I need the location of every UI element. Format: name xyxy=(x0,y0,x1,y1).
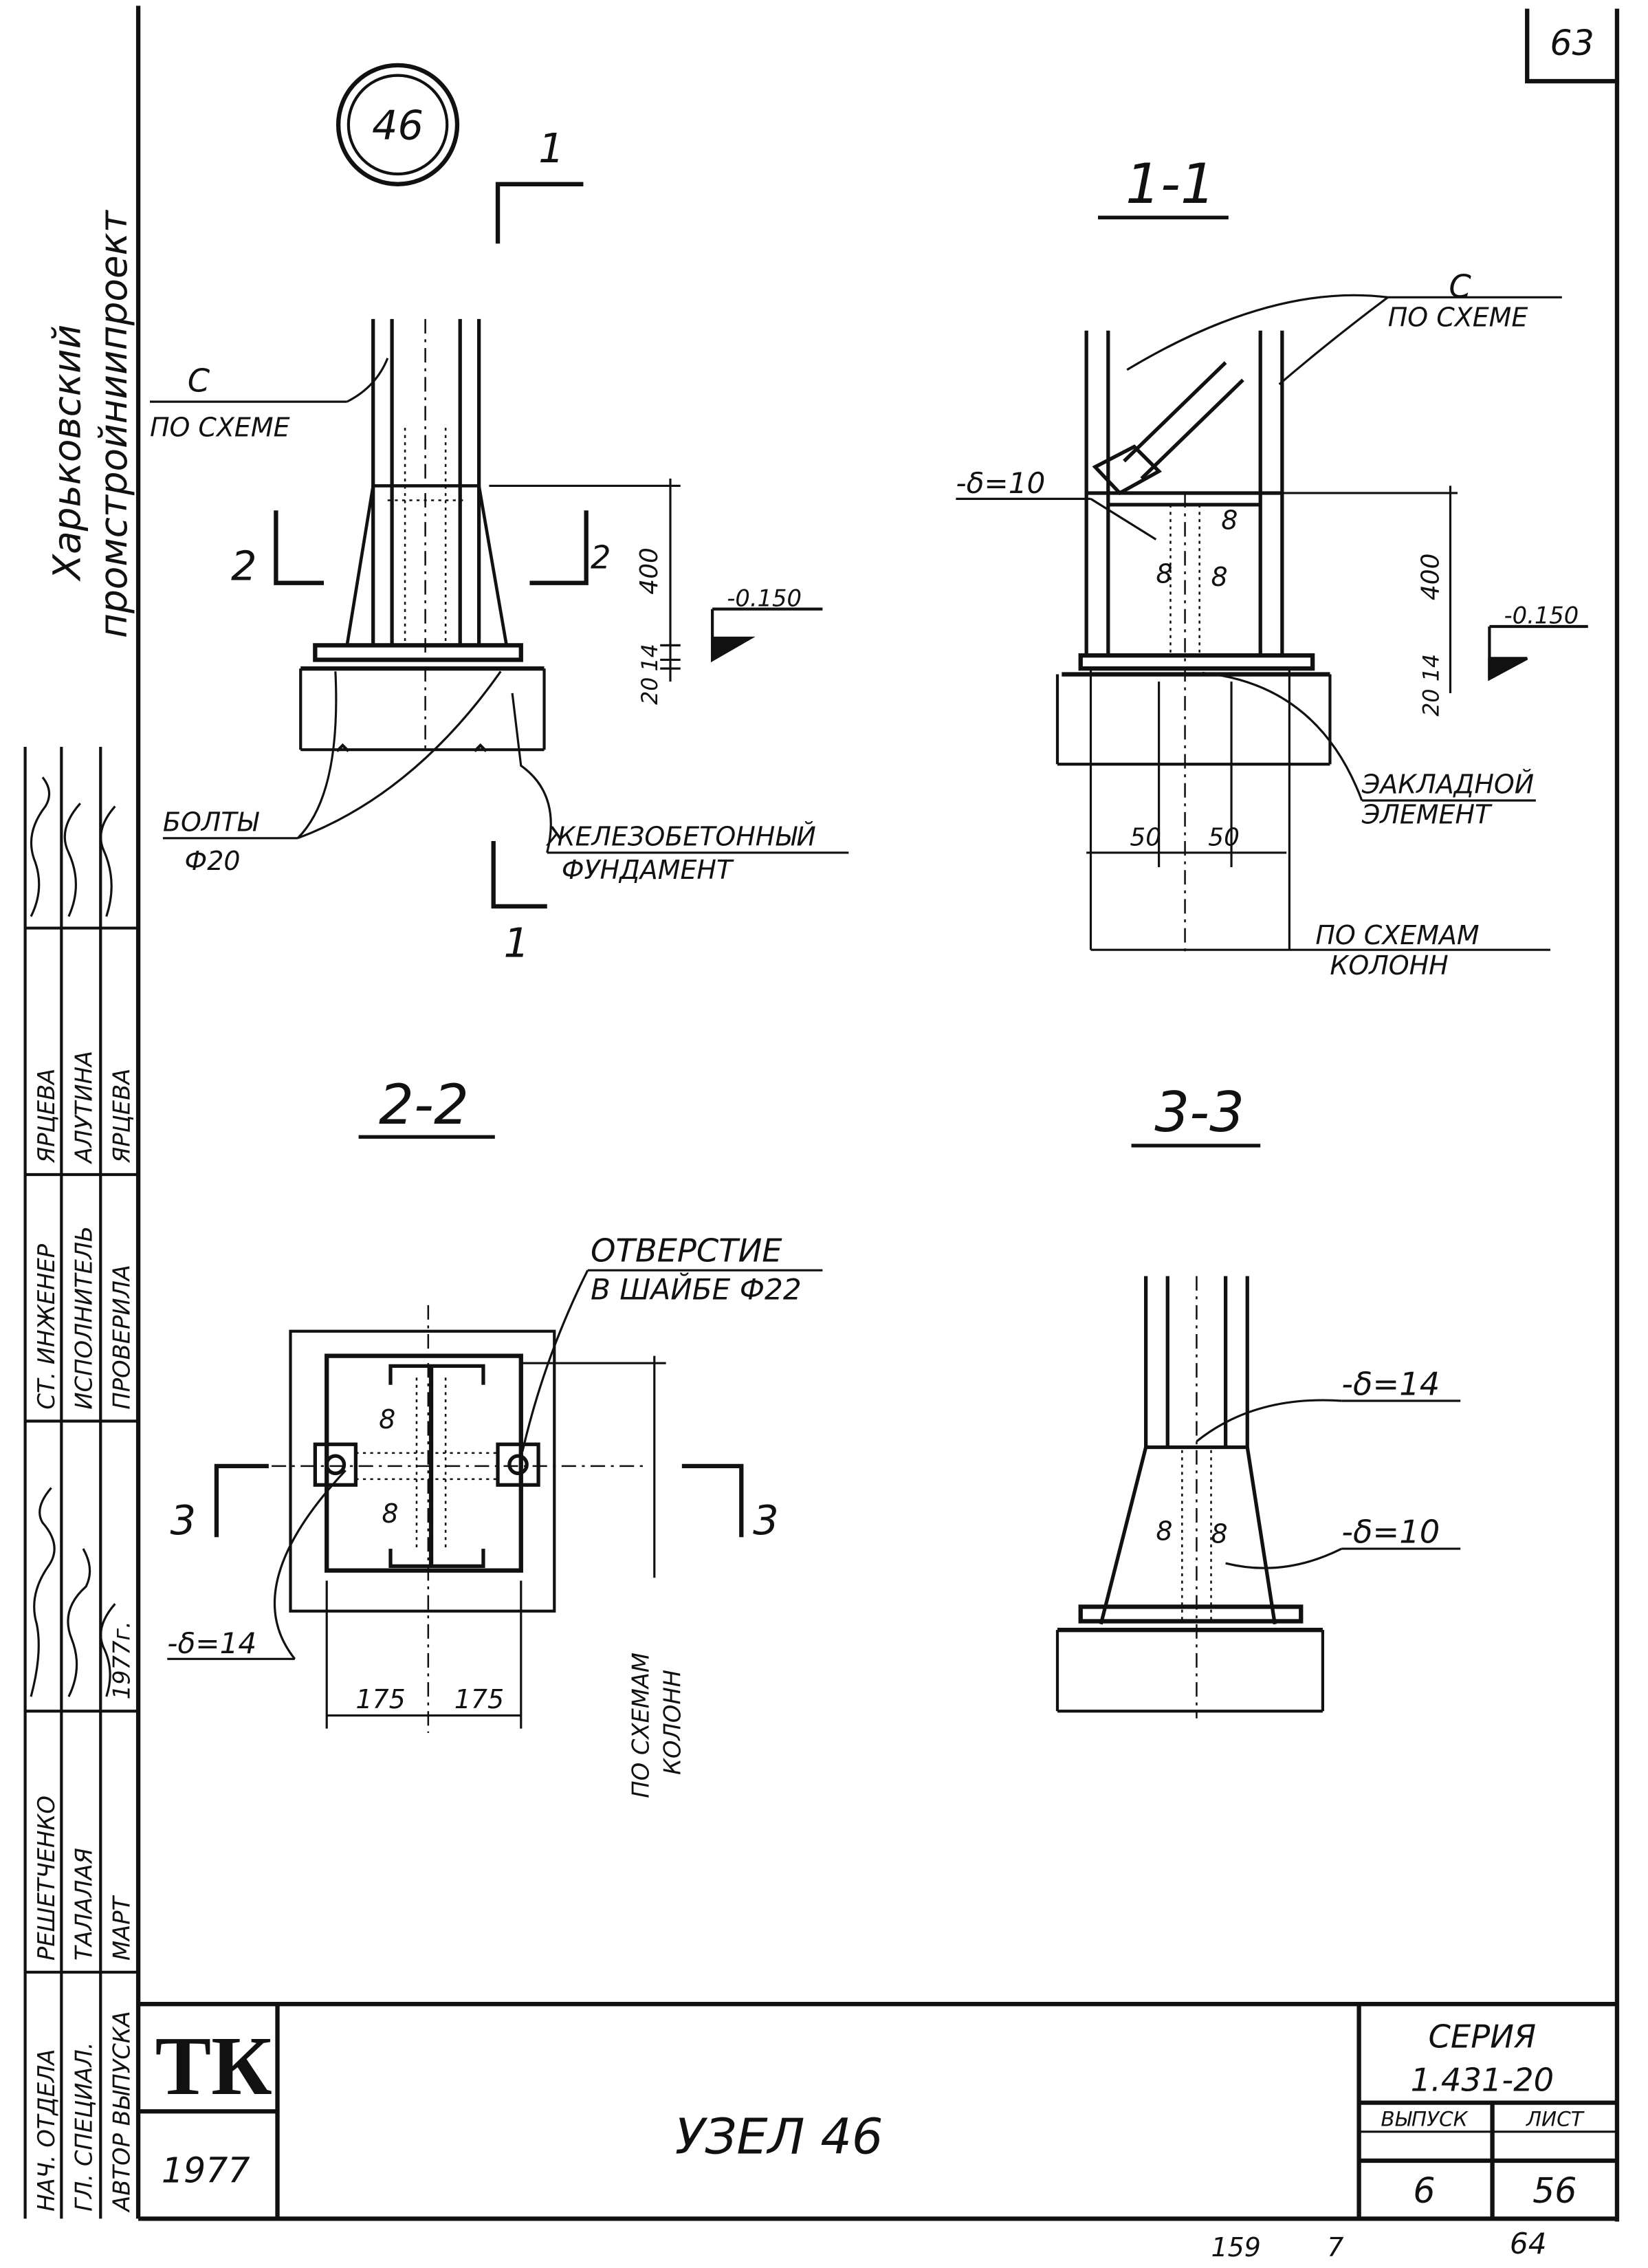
sig-name-1: РЕШЕТЧЕНКО xyxy=(33,1796,60,1961)
dim-14-a: 14 xyxy=(638,644,663,671)
hole-label-1: ОТВЕРСТИЕ xyxy=(591,1232,782,1269)
section-3-3-title: 3-3 xyxy=(1154,1080,1244,1144)
drawing-title: УЗЕЛ 46 xyxy=(675,2107,883,2165)
sig-name-6: ЯРЦЕВА xyxy=(108,1069,135,1164)
organization-label: Харьковский промстройниипроект xyxy=(45,209,135,638)
sheet-frame xyxy=(135,6,1620,2222)
sig-name-3: МАРТ xyxy=(108,1895,135,1960)
cols-label-1: ПО СХЕМАМ xyxy=(1315,920,1479,950)
dim-20-b: 20 xyxy=(1420,688,1444,716)
cols-label-2: КОЛОНН xyxy=(1330,950,1448,981)
cut-3-right-label: 3 xyxy=(753,1496,779,1544)
cut-1-top-label: 1 xyxy=(538,124,564,172)
issue-value: 6 xyxy=(1413,2170,1435,2211)
sig-role-3: АВТОР ВЫПУСКА xyxy=(108,2011,135,2213)
plate14-label-a: -δ=14 xyxy=(167,1626,256,1660)
c-scheme-b: ПО СХЕМЕ xyxy=(1388,302,1528,332)
footer-a: 159 xyxy=(1211,2232,1261,2262)
footer-numbers: 159 7 64 xyxy=(1211,2227,1547,2262)
embedded-label-2: ЭЛЕМЕНТ xyxy=(1361,800,1493,830)
weld-3-a: 8 xyxy=(1156,1516,1172,1546)
dim-400-b: 400 xyxy=(1417,554,1445,600)
plate14-label-b: -δ=14 xyxy=(1341,1366,1440,1403)
weld-1-b: 8 xyxy=(1156,559,1172,589)
c-label-a: С xyxy=(188,362,210,399)
weld-2-b: 8 xyxy=(382,1498,398,1529)
foundation-label-1: ЖЕЛЕЗОБЕТОННЫЙ xyxy=(546,821,816,851)
cols-label-3: ПО СХЕМАМ xyxy=(627,1653,654,1798)
cols-label-4: КОЛОНН xyxy=(659,1670,686,1775)
section-1-1: 1-1 xyxy=(956,152,1588,981)
section-3-3: 3-3 8 8 -δ=14 xyxy=(1055,1080,1461,1719)
node-marker-number: 46 xyxy=(372,101,424,149)
dim-14-b: 14 xyxy=(1420,654,1444,682)
bolts-label-2: Ф20 xyxy=(185,846,241,876)
footer-c: 64 xyxy=(1510,2227,1547,2260)
sig-name-5: АЛУТИНА xyxy=(71,1051,98,1164)
dim-50-a: 50 xyxy=(1130,823,1161,851)
embedded-label-1: ЭАКЛАДНОЙ xyxy=(1361,769,1534,799)
weld-2-a: 8 xyxy=(379,1404,395,1435)
section-2-2: 2-2 8 8 xyxy=(167,1073,823,1798)
cut-3-left-label: 3 xyxy=(170,1496,196,1544)
c-label-b: С xyxy=(1449,268,1471,305)
node-marker: 46 xyxy=(336,63,460,186)
foundation-label-2: ФУНДАМЕНТ xyxy=(562,855,734,885)
weld-1-c: 8 xyxy=(1211,562,1228,592)
sig-role-4: СТ. ИНЖЕНЕР xyxy=(33,1243,60,1409)
issue-label: ВЫПУСК xyxy=(1381,2107,1469,2130)
sig-date: 1977г. xyxy=(108,1621,135,1699)
sig-role-6: ПРОВЕРИЛА xyxy=(108,1265,135,1410)
stamp-year: 1977 xyxy=(162,2150,250,2191)
org-line-1: Харьковский xyxy=(45,325,89,582)
sig-role-1: НАЧ. ОТДЕЛА xyxy=(33,2049,60,2212)
dim-20-a: 20 xyxy=(638,677,663,705)
sig-role-5: ИСПОЛНИТЕЛЬ xyxy=(71,1226,98,1410)
sheet-value: 56 xyxy=(1532,2170,1576,2211)
org-line-2: промстройниипроект xyxy=(91,209,135,638)
weld-1-a: 8 xyxy=(1221,505,1238,536)
series-value: 1.431-20 xyxy=(1411,2062,1554,2099)
dim-400-a: 400 xyxy=(635,547,663,594)
handwritten-signatures xyxy=(30,776,116,1697)
section-2-2-title: 2-2 xyxy=(379,1073,469,1137)
sheet-label: ЛИСТ xyxy=(1526,2107,1585,2130)
sheet-number: 63 xyxy=(1550,23,1594,63)
plate10-label-a: -δ=10 xyxy=(956,466,1045,500)
elev-mark-a: -0.150 xyxy=(727,585,802,611)
c-scheme-a: ПО СХЕМЕ xyxy=(150,413,290,443)
cut-2-left-label: 2 xyxy=(231,542,257,589)
plate10-label-b: -δ=10 xyxy=(1341,1514,1440,1551)
elev-mark-b: -0.150 xyxy=(1504,602,1579,629)
sig-role-2: ГЛ. СПЕЦИАЛ. xyxy=(71,2042,98,2211)
tk-logo: ТК xyxy=(155,2020,272,2113)
sheet-number-box: 63 xyxy=(1525,8,1620,84)
dim-175-a: 175 xyxy=(355,1684,405,1714)
series-label: СЕРИЯ xyxy=(1429,2018,1537,2055)
hole-label-2: В ШАЙБЕ Ф22 xyxy=(591,1272,802,1306)
cut-2-right-label: 2 xyxy=(591,539,611,576)
elevation-view: 1 xyxy=(150,124,849,967)
dim-50-b: 50 xyxy=(1208,823,1240,851)
cut-1-bottom-label: 1 xyxy=(503,919,529,967)
bolts-label-1: БОЛТЫ xyxy=(163,807,260,837)
dim-175-b: 175 xyxy=(454,1684,504,1714)
title-block: ТК 1977 УЗЕЛ 46 СЕРИЯ 1.431-20 ВЫПУСК ЛИ… xyxy=(138,2002,1617,2219)
signature-block: НАЧ. ОТДЕЛА ГЛ. СПЕЦИАЛ. АВТОР ВЫПУСКА Р… xyxy=(23,746,139,2219)
sig-name-4: ЯРЦЕВА xyxy=(33,1069,60,1164)
sig-name-2: ТАЛАЛАЯ xyxy=(71,1848,98,1961)
weld-3-b: 8 xyxy=(1211,1519,1228,1549)
footer-b: 7 xyxy=(1327,2232,1343,2262)
section-1-1-title: 1-1 xyxy=(1125,152,1216,216)
